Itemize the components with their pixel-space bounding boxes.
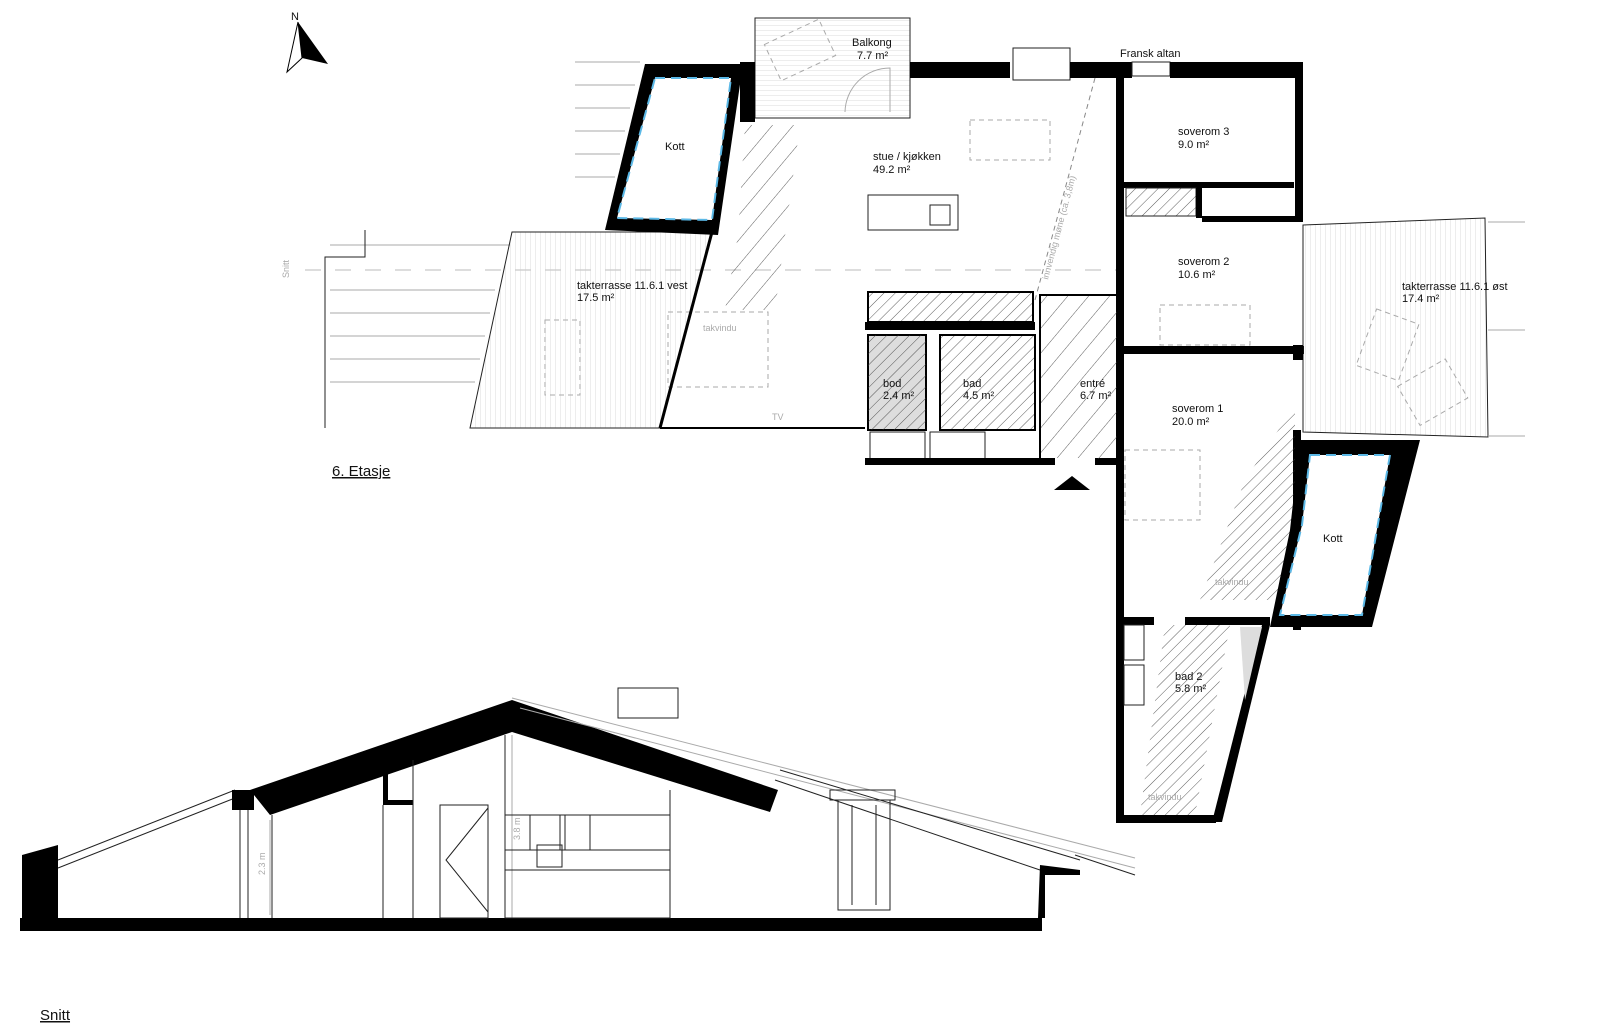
- storage-east: [1278, 454, 1392, 616]
- terrace-east: [1302, 217, 1489, 438]
- room-label-terrace-east-name: takterrasse 11.6.1 øst: [1402, 281, 1508, 293]
- label-height-low: 2.3 m: [257, 852, 267, 875]
- room-label-bedroom2-name: soverom 2: [1178, 256, 1229, 268]
- room-label-terrace-west-name: takterrasse 11.6.1 vest: [577, 280, 687, 292]
- north-label: N: [291, 11, 299, 23]
- room-label-balcony-area: 7.7 m²: [857, 50, 889, 62]
- room-label-bedroom2-area: 10.6 m²: [1178, 269, 1216, 281]
- room-label-bathroom-name: bad: [963, 378, 981, 390]
- room-label-storage-room-area: 2.4 m²: [883, 390, 915, 402]
- low-ceiling-zone: [725, 125, 800, 310]
- section-drawing: 2.3 m 3.8 m: [20, 687, 1136, 931]
- room-label-storage-west: Kott: [665, 141, 685, 153]
- room-label-bedroom1-area: 20.0 m²: [1172, 416, 1210, 428]
- section-title: Snitt: [40, 1007, 71, 1024]
- room-label-bedroom1-name: soverom 1: [1172, 403, 1223, 415]
- room-label-balcony-name: Balkong: [852, 37, 892, 49]
- label-height-high: 3.8 m: [512, 817, 522, 840]
- kitchen-island: [867, 194, 959, 231]
- label-tv: TV: [772, 412, 784, 422]
- label-skylight-west: takvindu: [703, 323, 737, 333]
- floor-title: 6. Etasje: [332, 463, 390, 480]
- room-label-bathroom-area: 4.5 m²: [963, 390, 995, 402]
- room-label-storage-room-name: bod: [883, 378, 901, 390]
- label-skylight-east: takvindu: [1215, 577, 1249, 587]
- room-label-storage-east: Kott: [1323, 533, 1343, 545]
- room-label-bathroom2-name: bad 2: [1175, 671, 1203, 683]
- room-label-bedroom3-name: soverom 3: [1178, 126, 1229, 138]
- terrace-west: [469, 231, 713, 429]
- room-label-entrance-name: entré: [1080, 378, 1105, 390]
- entrance-arrow-icon: [1054, 476, 1090, 490]
- label-french-balcony: Fransk altan: [1120, 48, 1181, 60]
- label-ridge: innvendig møne (ca. 3,8m): [1040, 175, 1077, 281]
- label-skylight-bath: takvindu: [1148, 792, 1182, 802]
- storage-west: [615, 77, 733, 222]
- roof-lines-west: Snitt: [281, 61, 1120, 428]
- room-label-bedroom3-area: 9.0 m²: [1178, 139, 1210, 151]
- room-label-bathroom2-area: 5.8 m²: [1175, 683, 1207, 695]
- room-label-entrance-area: 6.7 m²: [1080, 390, 1112, 402]
- room-label-terrace-west-area: 17.5 m²: [577, 292, 615, 304]
- room-label-terrace-east-area: 17.4 m²: [1402, 293, 1440, 305]
- section-marker: Snitt: [281, 259, 291, 278]
- room-label-living-name: stue / kjøkken: [873, 151, 941, 163]
- north-arrow-icon: N: [286, 11, 328, 74]
- room-label-living-area: 49.2 m²: [873, 164, 911, 176]
